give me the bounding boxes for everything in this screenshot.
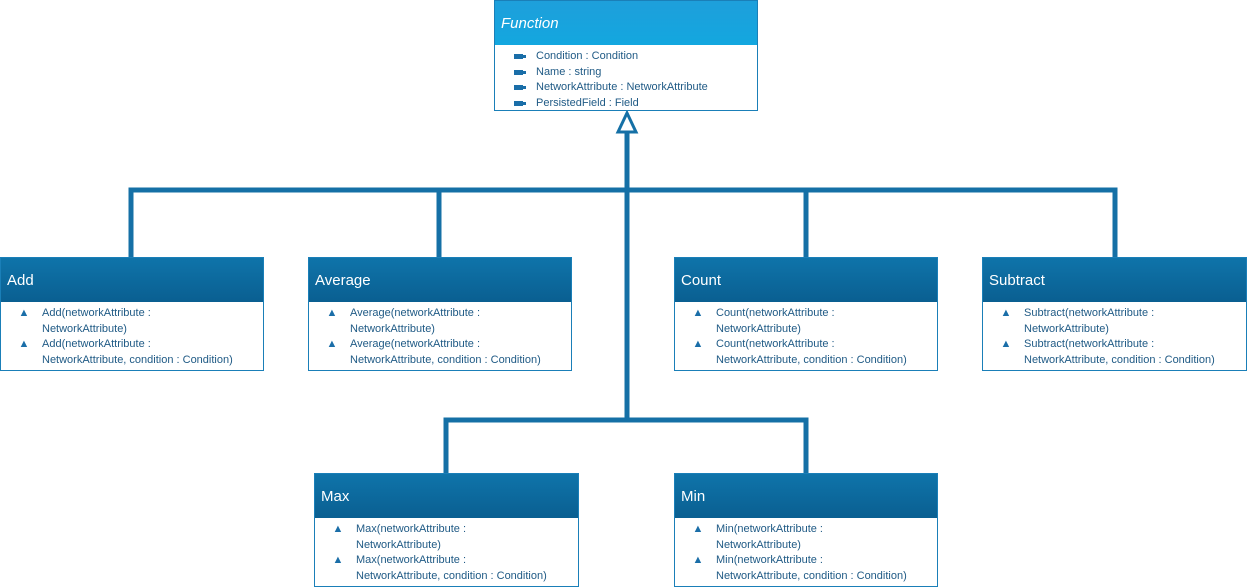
method-triangle-icon: ▲	[1000, 307, 1012, 319]
method-signature-line: NetworkAttribute)	[356, 538, 441, 551]
class-min-title: Min	[681, 487, 706, 505]
method-signature-line: NetworkAttribute)	[42, 322, 127, 335]
method-signature-line: NetworkAttribute, condition : Condition)	[42, 353, 233, 366]
class-subtract-header: Subtract	[983, 258, 1246, 302]
property-icon	[510, 80, 526, 95]
method-signature-line: NetworkAttribute)	[350, 322, 435, 335]
method-signature-line: NetworkAttribute, condition : Condition)	[716, 569, 907, 582]
class-add: Add ▲ Add(networkAttribute : NetworkAttr…	[0, 257, 264, 371]
class-average-header: Average	[309, 258, 571, 302]
class-function-properties: Condition : Condition Name : string Netw…	[495, 45, 757, 111]
class-count-header: Count	[675, 258, 937, 302]
method-signature-line: NetworkAttribute, condition : Condition)	[356, 569, 547, 582]
method-signature-line: NetworkAttribute, condition : Condition)	[1024, 353, 1215, 366]
class-count-methods: ▲ Count(networkAttribute : NetworkAttrib…	[675, 302, 937, 368]
class-average-title: Average	[315, 271, 371, 289]
method-signature-line: NetworkAttribute, condition : Condition)	[716, 353, 907, 366]
method-triangle-icon: ▲	[692, 338, 704, 350]
method-signature-line: Average(networkAttribute :	[350, 307, 481, 319]
class-min-methods: ▲ Min(networkAttribute : NetworkAttribut…	[675, 518, 937, 584]
property-icon	[510, 49, 526, 64]
method-item: ▲ Count(networkAttribute : NetworkAttrib…	[675, 306, 937, 337]
property-label: Condition : Condition	[536, 50, 639, 62]
class-function-header: Function	[495, 1, 757, 45]
method-signature-line: Count(networkAttribute :	[716, 307, 835, 319]
method-signature-line: NetworkAttribute)	[716, 538, 801, 551]
class-average-methods: ▲ Average(networkAttribute : NetworkAttr…	[309, 302, 571, 368]
class-subtract: Subtract ▲ Subtract(networkAttribute : N…	[982, 257, 1247, 371]
method-signature-line: NetworkAttribute, condition : Condition)	[350, 353, 541, 366]
property-label: NetworkAttribute : NetworkAttribute	[536, 81, 708, 93]
method-signature-line: Min(networkAttribute :	[716, 523, 823, 535]
method-item: ▲ Count(networkAttribute : NetworkAttrib…	[675, 337, 937, 368]
class-max-methods: ▲ Max(networkAttribute : NetworkAttribut…	[315, 518, 578, 584]
class-min: Min ▲ Min(networkAttribute : NetworkAttr…	[674, 473, 938, 587]
method-item: ▲ Average(networkAttribute : NetworkAttr…	[309, 337, 571, 368]
method-item: ▲ Max(networkAttribute : NetworkAttribut…	[315, 522, 578, 553]
method-signature-line: Subtract(networkAttribute :	[1024, 338, 1155, 350]
method-signature-line: Add(networkAttribute :	[42, 307, 151, 319]
method-signature-line: Max(networkAttribute :	[356, 523, 467, 535]
method-item: ▲ Add(networkAttribute : NetworkAttribut…	[1, 337, 263, 368]
method-signature-line: NetworkAttribute)	[1024, 322, 1109, 335]
class-add-methods: ▲ Add(networkAttribute : NetworkAttribut…	[1, 302, 263, 368]
method-item: ▲ Min(networkAttribute : NetworkAttribut…	[675, 553, 937, 584]
method-item: ▲ Subtract(networkAttribute : NetworkAtt…	[983, 306, 1246, 337]
class-add-title: Add	[7, 271, 34, 289]
method-triangle-icon: ▲	[326, 307, 338, 319]
class-subtract-methods: ▲ Subtract(networkAttribute : NetworkAtt…	[983, 302, 1246, 368]
method-triangle-icon: ▲	[326, 338, 338, 350]
class-count-title: Count	[681, 271, 722, 289]
method-signature-line: Count(networkAttribute :	[716, 338, 835, 350]
method-signature-line: Average(networkAttribute :	[350, 338, 481, 350]
class-add-header: Add	[1, 258, 263, 302]
method-triangle-icon: ▲	[692, 523, 704, 535]
method-signature-line: NetworkAttribute)	[716, 322, 801, 335]
property-item: Name : string	[495, 65, 757, 81]
class-count: Count ▲ Count(networkAttribute : Network…	[674, 257, 938, 371]
property-label: Name : string	[536, 65, 602, 78]
property-item: PersistedField : Field	[495, 96, 757, 112]
method-signature-line: Min(networkAttribute :	[716, 554, 823, 566]
method-item: ▲ Max(networkAttribute : NetworkAttribut…	[315, 553, 578, 584]
method-triangle-icon: ▲	[332, 523, 344, 535]
class-average: Average ▲ Average(networkAttribute : Net…	[308, 257, 572, 371]
class-max-title: Max	[321, 487, 350, 505]
method-triangle-icon: ▲	[18, 338, 30, 350]
property-item: Condition : Condition	[495, 49, 757, 65]
inheritance-arrowhead	[615, 109, 639, 134]
method-item: ▲ Add(networkAttribute : NetworkAttribut…	[1, 306, 263, 337]
method-triangle-icon: ▲	[692, 554, 704, 566]
method-triangle-icon: ▲	[692, 307, 704, 319]
method-triangle-icon: ▲	[18, 307, 30, 319]
class-function: Function Condition : Condition Name : st…	[494, 0, 758, 111]
method-signature-line: Max(networkAttribute :	[356, 554, 467, 566]
method-signature-line: Subtract(networkAttribute :	[1024, 307, 1155, 319]
class-max: Max ▲ Max(networkAttribute : NetworkAttr…	[314, 473, 579, 587]
method-triangle-icon: ▲	[1000, 338, 1012, 350]
class-min-header: Min	[675, 474, 937, 518]
method-signature-line: Add(networkAttribute :	[42, 338, 151, 350]
property-icon	[510, 65, 526, 80]
property-item: NetworkAttribute : NetworkAttribute	[495, 80, 757, 96]
method-item: ▲ Average(networkAttribute : NetworkAttr…	[309, 306, 571, 337]
class-max-header: Max	[315, 474, 578, 518]
class-subtract-title: Subtract	[989, 271, 1045, 289]
method-item: ▲ Min(networkAttribute : NetworkAttribut…	[675, 522, 937, 553]
class-function-title: Function	[501, 14, 559, 32]
method-triangle-icon: ▲	[332, 554, 344, 566]
property-label: PersistedField : Field	[536, 96, 639, 109]
property-icon	[510, 96, 526, 111]
method-item: ▲ Subtract(networkAttribute : NetworkAtt…	[983, 337, 1246, 368]
